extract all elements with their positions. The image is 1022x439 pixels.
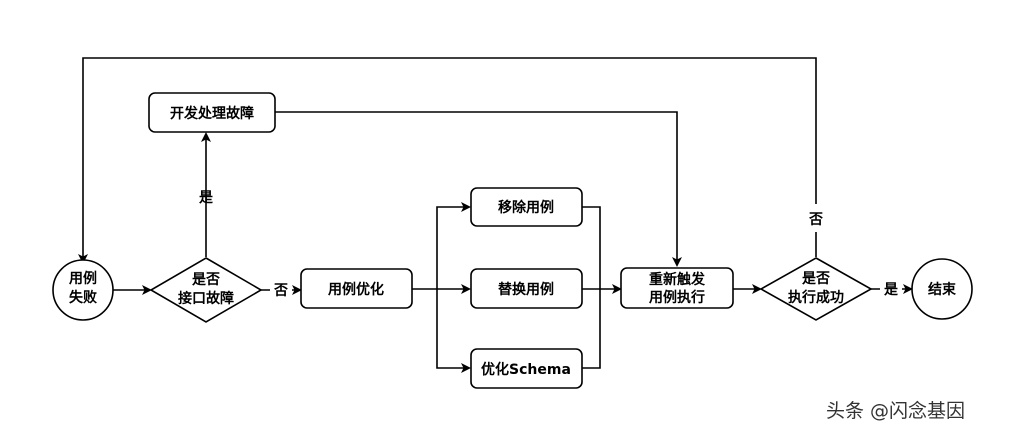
edge-remove-out — [582, 206, 601, 369]
node-case-optimize: 用例优化 — [300, 268, 413, 309]
edge-label-fault-no: 否 — [273, 283, 288, 299]
edge-branch-schema — [436, 289, 471, 373]
node-retrigger-line2: 用例执行 — [649, 289, 705, 306]
edge-label-success-yes: 是 — [884, 282, 899, 298]
edge-label-fault-yes: 是 — [199, 190, 214, 206]
edge-success-no-loop — [83, 57, 817, 262]
node-retrigger-line1: 重新触发 — [649, 271, 706, 288]
edge-dev-to-retrigger — [275, 111, 682, 267]
node-remove-case-label: 移除用例 — [498, 199, 554, 216]
node-dev-handle-fault-label: 开发处理故障 — [170, 105, 254, 122]
node-end-label: 结束 — [928, 281, 957, 298]
node-optimize-schema-label: 优化Schema — [481, 361, 571, 378]
node-remove-case: 移除用例 — [470, 187, 583, 227]
node-optimize-schema: 优化Schema — [470, 348, 583, 389]
node-case-failed: 用例 失败 — [52, 259, 114, 321]
node-success-check-line1: 是否 — [802, 271, 830, 287]
node-fault-check: 是否 接口故障 — [149, 257, 263, 323]
node-success-check-line2: 执行成功 — [788, 289, 844, 306]
edge-branch-remove — [436, 202, 471, 289]
node-success-check: 是否 执行成功 — [759, 257, 873, 321]
watermark: 头条 @闪念基因 — [826, 400, 966, 422]
node-fault-check-line1: 是否 — [192, 272, 220, 288]
node-case-failed-line1: 用例 — [69, 270, 97, 287]
node-case-failed-line2: 失败 — [69, 289, 98, 306]
node-replace-case-label: 替换用例 — [498, 281, 554, 298]
node-case-optimize-label: 用例优化 — [328, 281, 384, 298]
node-dev-handle-fault: 开发处理故障 — [148, 92, 276, 133]
edge-label-success-no: 否 — [808, 212, 823, 228]
node-fault-check-line2: 接口故障 — [178, 290, 234, 307]
node-replace-case: 替换用例 — [470, 268, 583, 309]
node-end: 结束 — [911, 258, 973, 320]
node-retrigger: 重新触发 用例执行 — [620, 267, 734, 309]
